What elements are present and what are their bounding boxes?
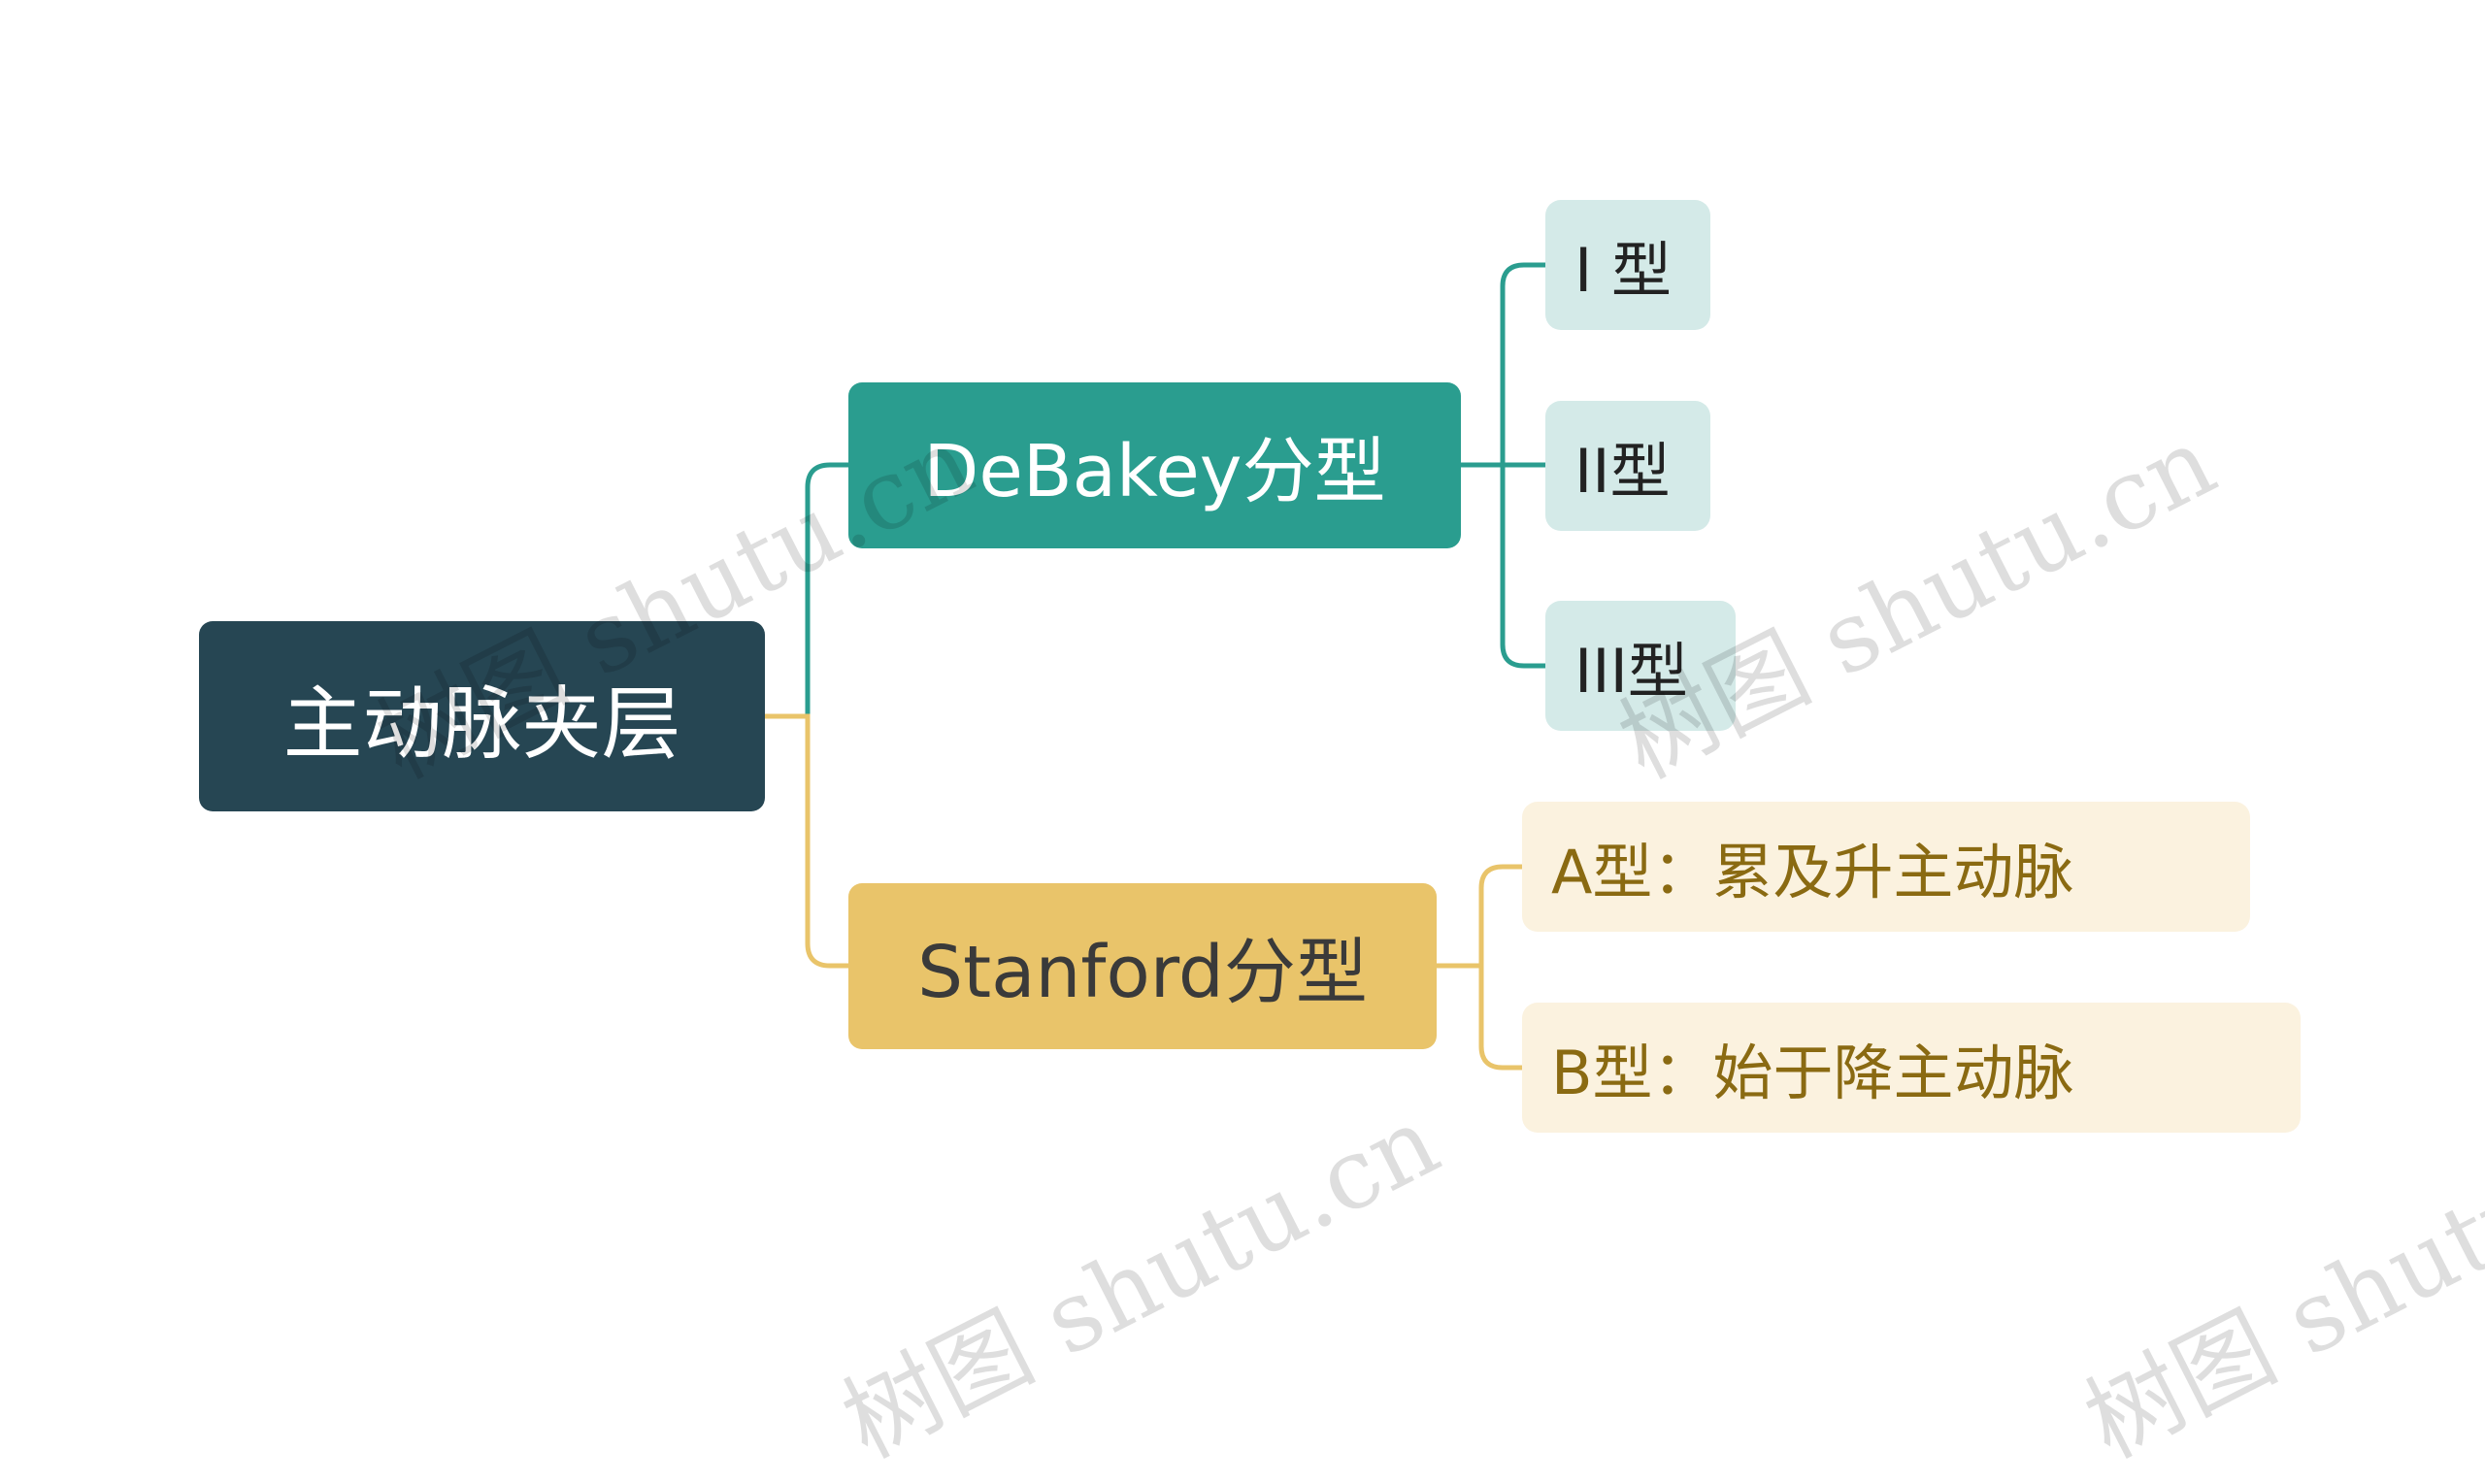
leaf-node-type-a-label: A型：累及升主动脉 [1551, 837, 2074, 907]
connector-lines [765, 262, 1545, 1071]
branch-node-debakey-label: DeBakey分型 [923, 430, 1386, 513]
connector-root-debakey [765, 462, 848, 719]
connector-debakey-type3 [1461, 462, 1545, 669]
leaf-node-type-1[interactable]: I 型 [1545, 200, 1710, 330]
leaf-node-type-b-label: B型：始于降主动脉 [1551, 1038, 2074, 1108]
leaf-node-type-3-label: III型 [1574, 636, 1688, 707]
leaf-node-type-1-label: I 型 [1574, 235, 1672, 306]
mindmap-canvas: 主动脉夹层 DeBakey分型 Stanford分型 I 型 II型 III型 … [199, 200, 2485, 1480]
leaf-node-type-a[interactable]: A型：累及升主动脉 [1522, 802, 2250, 932]
connector-debakey-type1 [1461, 262, 1545, 468]
branch-node-stanford[interactable]: Stanford分型 [848, 883, 1437, 1049]
branch-node-stanford-label: Stanford分型 [917, 931, 1368, 1014]
leaf-node-type-3[interactable]: III型 [1545, 601, 1736, 731]
connector-stanford-typeA [1437, 864, 1522, 969]
leaf-node-type-b[interactable]: B型：始于降主动脉 [1522, 1003, 2301, 1133]
branch-node-debakey[interactable]: DeBakey分型 [848, 382, 1461, 548]
root-node-label: 主动脉夹层 [282, 677, 681, 771]
connector-root-stanford [765, 713, 848, 969]
root-node[interactable]: 主动脉夹层 [199, 621, 765, 811]
leaf-node-type-2[interactable]: II型 [1545, 401, 1710, 531]
connector-stanford-typeB [1437, 963, 1522, 1071]
leaf-node-type-2-label: II型 [1574, 436, 1671, 507]
